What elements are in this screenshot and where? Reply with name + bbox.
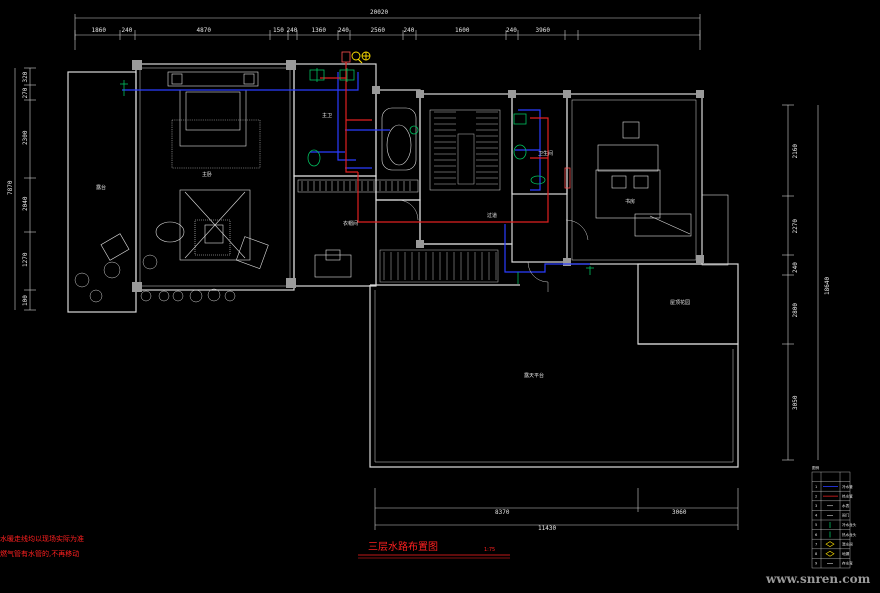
right-segment-4: 2800 — [792, 303, 799, 318]
legend-entries: 1 冷水管 2 热水管 3 水表 4 阀门 5 冷水龙头 6 热水龙头 7 混水阀 8 地漏 9 存水弯 — [815, 484, 857, 566]
room-label-balcony: 露台 — [96, 184, 106, 191]
water-fixtures — [120, 68, 594, 284]
bottom-segment-1: 8370 — [495, 509, 510, 516]
legend-no-4: 4 — [815, 514, 818, 518]
toilet-master-bath — [307, 149, 321, 167]
legend-no-5: 5 — [815, 523, 817, 527]
balcony-plants — [74, 254, 236, 303]
right-segment-2: 2270 — [792, 219, 799, 234]
top-segment-11: 240 — [506, 27, 517, 34]
left-segment-1: 320 — [22, 71, 29, 82]
drawing-title: 三层水路布置图 — [368, 540, 438, 553]
room-label-roof-garden: 屋顶花园 — [670, 299, 690, 306]
top-segment-8: 2560 — [371, 27, 386, 34]
right-dimension-chain — [782, 104, 819, 461]
bottom-dimension-chain — [374, 488, 739, 530]
basin-bath-2 — [513, 113, 527, 125]
legend-no-1: 1 — [815, 485, 817, 489]
basin-master-bath-2 — [339, 68, 355, 82]
drawing-scale: 1:75 — [484, 547, 495, 553]
top-segment-12: 3960 — [536, 27, 551, 34]
structural-columns — [132, 60, 704, 292]
top-segment-2: 240 — [122, 27, 133, 34]
top-total-dimension: 20020 — [370, 9, 388, 16]
right-segment-5: 3050 — [792, 395, 799, 410]
note-line-2: 燃气管有水管的,不再移动 — [0, 549, 79, 558]
bathtub — [381, 107, 417, 171]
left-segment-2: 270 — [22, 87, 29, 98]
top-dimension-chain — [74, 14, 701, 50]
left-total-dimension: 7870 — [7, 180, 14, 195]
bottom-segment-2: 3060 — [672, 509, 687, 516]
room-label-master-bath: 主卫 — [322, 112, 332, 119]
legend-name-9: 存水弯 — [842, 561, 853, 566]
watermark: www.snren.com — [765, 572, 871, 586]
legend-no-6: 6 — [815, 533, 818, 537]
left-dimension-chain — [14, 67, 36, 311]
hot-pipe-junction — [341, 51, 571, 189]
left-segment-4: 2040 — [22, 196, 29, 211]
top-segment-7: 240 — [338, 27, 349, 34]
door-swings — [397, 199, 589, 292]
legend-name-2: 热水管 — [842, 493, 853, 498]
room-label-corridor: 过道 — [487, 212, 497, 219]
legend-no-8: 8 — [815, 552, 818, 556]
room-label-bath-2: 卫生间 — [538, 150, 553, 157]
top-segment-3: 4870 — [197, 27, 212, 34]
toilet-bath-2 — [513, 144, 527, 160]
legend-symbol-7 — [825, 541, 835, 547]
legend-name-1: 冷水管 — [842, 484, 853, 489]
left-segment-labels: 320 270 2300 2040 1270 100 — [22, 71, 29, 306]
legend-no-3: 3 — [815, 504, 817, 508]
right-segment-labels: 2160 2270 240 2800 3050 — [792, 144, 799, 410]
legend-name-8: 地漏 — [842, 551, 850, 556]
legend-no-7: 7 — [815, 542, 817, 546]
legend-name-7: 混水阀 — [842, 541, 853, 546]
study-desk — [595, 121, 692, 237]
bottom-total-dimension: 11430 — [538, 525, 556, 532]
top-segment-1: 1860 — [92, 27, 107, 34]
right-segment-1: 2160 — [792, 144, 799, 159]
room-label-study: 书房 — [625, 198, 635, 205]
left-segment-5: 1270 — [22, 252, 29, 267]
master-bed — [167, 71, 261, 169]
walls — [67, 63, 739, 468]
right-total-dimension: 18640 — [824, 277, 831, 295]
valve-mark-2 — [586, 266, 594, 275]
room-label-master-bedroom: 主卧 — [202, 171, 212, 178]
left-segment-6: 100 — [22, 295, 29, 306]
legend-table — [811, 471, 851, 569]
desk-closet — [314, 249, 352, 278]
legend-name-5: 冷水龙头 — [842, 522, 857, 527]
right-segment-3: 240 — [792, 262, 799, 273]
legend-no-9: 9 — [815, 562, 818, 566]
legend-title: 图例 — [812, 465, 820, 470]
top-segment-10: 1600 — [455, 27, 470, 34]
legend-name-6: 热水龙头 — [842, 532, 857, 537]
valve-mark-1 — [120, 80, 128, 96]
legend-name-3: 水表 — [842, 503, 850, 508]
top-segment-4: 150 — [273, 27, 284, 34]
staircase — [379, 111, 499, 283]
legend-symbol-8 — [825, 550, 835, 557]
legend-name-4: 阀门 — [842, 513, 850, 518]
top-segment-9: 240 — [404, 27, 415, 34]
water-meter — [351, 51, 371, 64]
legend-no-2: 2 — [815, 494, 817, 498]
top-segment-5: 240 — [287, 27, 298, 34]
room-label-closet: 衣帽间 — [343, 220, 358, 227]
room-label-open-roof: 露天平台 — [524, 372, 544, 379]
note-line-1: 水暖走线均以现场实际为准 — [0, 534, 84, 543]
hot-water-pipes — [320, 62, 549, 223]
sofa-set — [100, 189, 269, 270]
left-segment-3: 2300 — [22, 130, 29, 145]
shower-head — [409, 125, 419, 135]
basin-master-bath-1 — [309, 68, 325, 82]
shower-bath-2 — [530, 175, 546, 185]
top-segment-6: 1360 — [312, 27, 327, 34]
cold-water-pipes — [122, 72, 590, 273]
